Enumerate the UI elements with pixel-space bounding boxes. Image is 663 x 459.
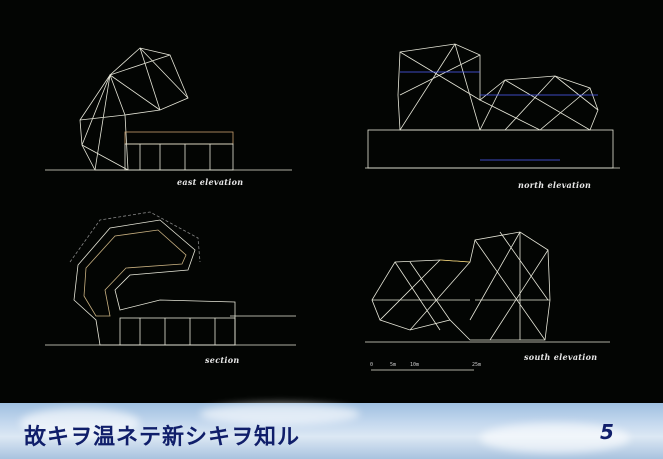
title-banner: 故キヲ温ネテ新シキヲ知ル 5 bbox=[0, 403, 663, 459]
scale-tick-25m: 25m bbox=[472, 362, 482, 368]
north-elevation-drawing bbox=[365, 43, 620, 169]
scale-tick-0: 0 bbox=[370, 362, 374, 368]
section-label: section bbox=[205, 355, 240, 365]
scale-tick-5m: 5m bbox=[390, 362, 397, 368]
scale-tick-10m: 10m bbox=[410, 362, 420, 368]
south-elevation-label: south elevation bbox=[524, 352, 598, 362]
south-elevation-drawing bbox=[365, 231, 610, 343]
east-elevation-drawing bbox=[45, 47, 292, 171]
drawing-sheet: east elevation north elevation section s… bbox=[45, 43, 620, 371]
sheet-title: 故キヲ温ネテ新シキヲ知ル bbox=[24, 424, 301, 450]
architectural-drawings bbox=[45, 43, 620, 371]
section-drawing bbox=[45, 211, 296, 346]
page-number: 5 bbox=[600, 420, 614, 444]
east-elevation-label: east elevation bbox=[177, 177, 244, 187]
north-elevation-label: north elevation bbox=[518, 180, 592, 190]
